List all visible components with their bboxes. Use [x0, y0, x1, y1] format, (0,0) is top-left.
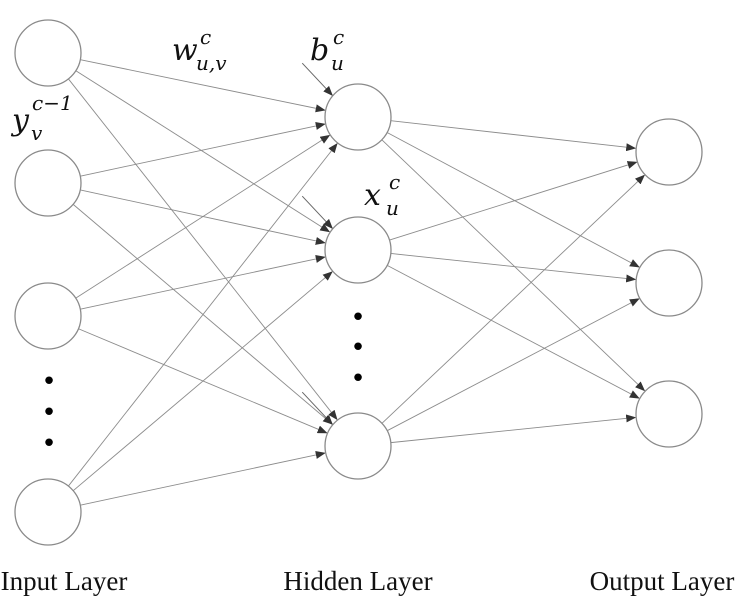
- hidden-state-base: x: [364, 178, 381, 213]
- hidden-state-subscript: u: [386, 196, 399, 220]
- input-layer-ellipsis: • • •: [41, 367, 56, 459]
- hidden-node: [324, 216, 392, 284]
- input-to-hidden-edge: [75, 70, 331, 233]
- hidden-to-output-edge: [387, 298, 640, 432]
- weight-subscript: u,v: [196, 51, 227, 75]
- input-to-hidden-edge: [80, 451, 326, 506]
- input-node: [14, 282, 82, 350]
- hidden-state-superscript: c: [389, 170, 400, 194]
- hidden-to-output-edge: [389, 161, 638, 241]
- ellipsis-dot: •: [350, 333, 365, 363]
- hidden-to-output-edge: [386, 264, 640, 399]
- input-node: [14, 478, 82, 546]
- output-layer-label: Output Layer: [590, 566, 735, 596]
- input-activation-superscript: c−1: [32, 91, 73, 115]
- hidden-to-output-edge: [390, 253, 637, 283]
- hidden-node: [324, 83, 392, 151]
- input-to-hidden-edge: [80, 255, 326, 310]
- hidden-to-output-edge: [381, 139, 646, 392]
- hidden-layer-ellipsis: • • •: [350, 303, 365, 394]
- hidden-to-output-edge: [386, 132, 640, 268]
- ellipsis-dot: •: [350, 303, 365, 333]
- input-to-hidden-edge: [68, 142, 338, 487]
- input-layer-label: Input Layer: [1, 566, 128, 596]
- input-to-hidden-edge: [80, 122, 326, 177]
- output-node: [635, 249, 703, 317]
- hidden-node: [324, 412, 392, 480]
- output-node: [635, 118, 703, 186]
- ellipsis-dot: •: [350, 364, 365, 394]
- input-node: [14, 19, 82, 87]
- nodes: [14, 19, 703, 546]
- ellipsis-dot: •: [41, 429, 56, 459]
- hidden-to-output-edge: [381, 174, 646, 424]
- bias-arrows: [301, 62, 333, 425]
- input-to-hidden-edge: [75, 134, 331, 299]
- bias-label: b u c: [310, 25, 344, 75]
- input-activation-subscript: v: [31, 121, 43, 145]
- input-activation-base: y: [10, 103, 30, 138]
- weight-base: w: [172, 33, 198, 68]
- hidden-state-label: x u c: [364, 170, 400, 220]
- input-to-hidden-edge: [72, 271, 333, 492]
- hidden-to-output-edge: [390, 120, 637, 152]
- input-activation-label: y v c−1: [10, 91, 73, 145]
- hidden-layer-label: Hidden Layer: [283, 566, 432, 596]
- input-to-hidden-edge: [68, 78, 338, 421]
- input-to-hidden-edge: [80, 59, 326, 113]
- connection-edges: [68, 59, 646, 506]
- bias-base: b: [310, 33, 329, 68]
- bias-arrow: [301, 391, 333, 425]
- hidden-to-output-edge: [390, 414, 637, 444]
- weight-superscript: c: [200, 25, 211, 49]
- bias-arrow: [301, 195, 333, 229]
- ellipsis-dot: •: [41, 398, 56, 428]
- bias-subscript: u: [331, 51, 344, 75]
- input-node: [14, 149, 82, 217]
- bias-arrow: [301, 62, 333, 96]
- output-node: [635, 380, 703, 448]
- weight-label: w u,v c: [172, 25, 227, 75]
- bias-superscript: c: [333, 25, 344, 49]
- ellipsis-dot: •: [41, 367, 56, 397]
- input-to-hidden-edge: [72, 204, 333, 425]
